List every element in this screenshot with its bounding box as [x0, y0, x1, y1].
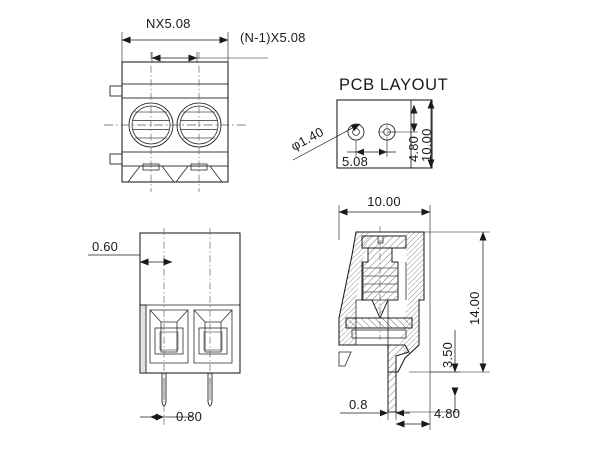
rear-dim-wall-thickness [88, 233, 173, 268]
pcb-diameter-leader [292, 123, 361, 161]
rear-body-outline [139, 232, 241, 374]
section-label-pin-length: 3.50 [440, 342, 455, 368]
section-label-body-height: 14.00 [467, 291, 482, 325]
section-screw-head-hatch [361, 235, 407, 249]
front-label-pitch-total: NX5.08 [146, 16, 191, 31]
section-label-pin-offset: 4.80 [434, 406, 460, 421]
section-pin [387, 344, 410, 413]
section-label-pin-thickness: 0.8 [349, 397, 368, 412]
pcb-layout-view: PCB LAYOUT φ1.40 5.08 [288, 76, 448, 169]
section-dim-pin-offset [395, 400, 431, 430]
rear-label-pin-width: 0.80 [176, 409, 202, 424]
section-label-body-width: 10.00 [367, 194, 401, 209]
pcb-label-hole-pitch: 5.08 [342, 154, 368, 169]
rear-dim-pin-width [140, 413, 192, 421]
rear-wire-entry-2 [193, 309, 233, 364]
section-view: 10.00 [338, 194, 490, 430]
pcb-label-hole-diameter: φ1.40 [288, 124, 326, 154]
front-label-pitch-span: (N-1)X5.08 [240, 30, 306, 45]
pcb-label-pad-offset: 4.80 [406, 136, 421, 162]
pcb-dim-pad-offset [387, 104, 418, 169]
rear-label-wall-thickness: 0.60 [92, 239, 118, 254]
section-dim-pin-thickness [340, 400, 410, 420]
pcb-layout-title: PCB LAYOUT [339, 76, 448, 94]
rear-view: 0.60 0.80 [88, 228, 241, 425]
rear-wire-entry-1 [149, 309, 189, 364]
front-body-outline [121, 61, 229, 183]
section-dim-pin-length [396, 330, 460, 413]
pcb-dim-hole-pitch [347, 140, 396, 157]
front-left-tab-lower [109, 153, 123, 165]
pcb-label-board-height: 10.00 [419, 128, 434, 162]
front-view: NX5.08 (N-1)X5.08 [104, 16, 306, 192]
rear-left-wall [139, 304, 147, 374]
section-clamp-plate [345, 317, 413, 339]
front-left-tab-upper [109, 85, 123, 97]
section-dim-body-width [338, 205, 431, 400]
section-housing-hatch [339, 232, 370, 345]
